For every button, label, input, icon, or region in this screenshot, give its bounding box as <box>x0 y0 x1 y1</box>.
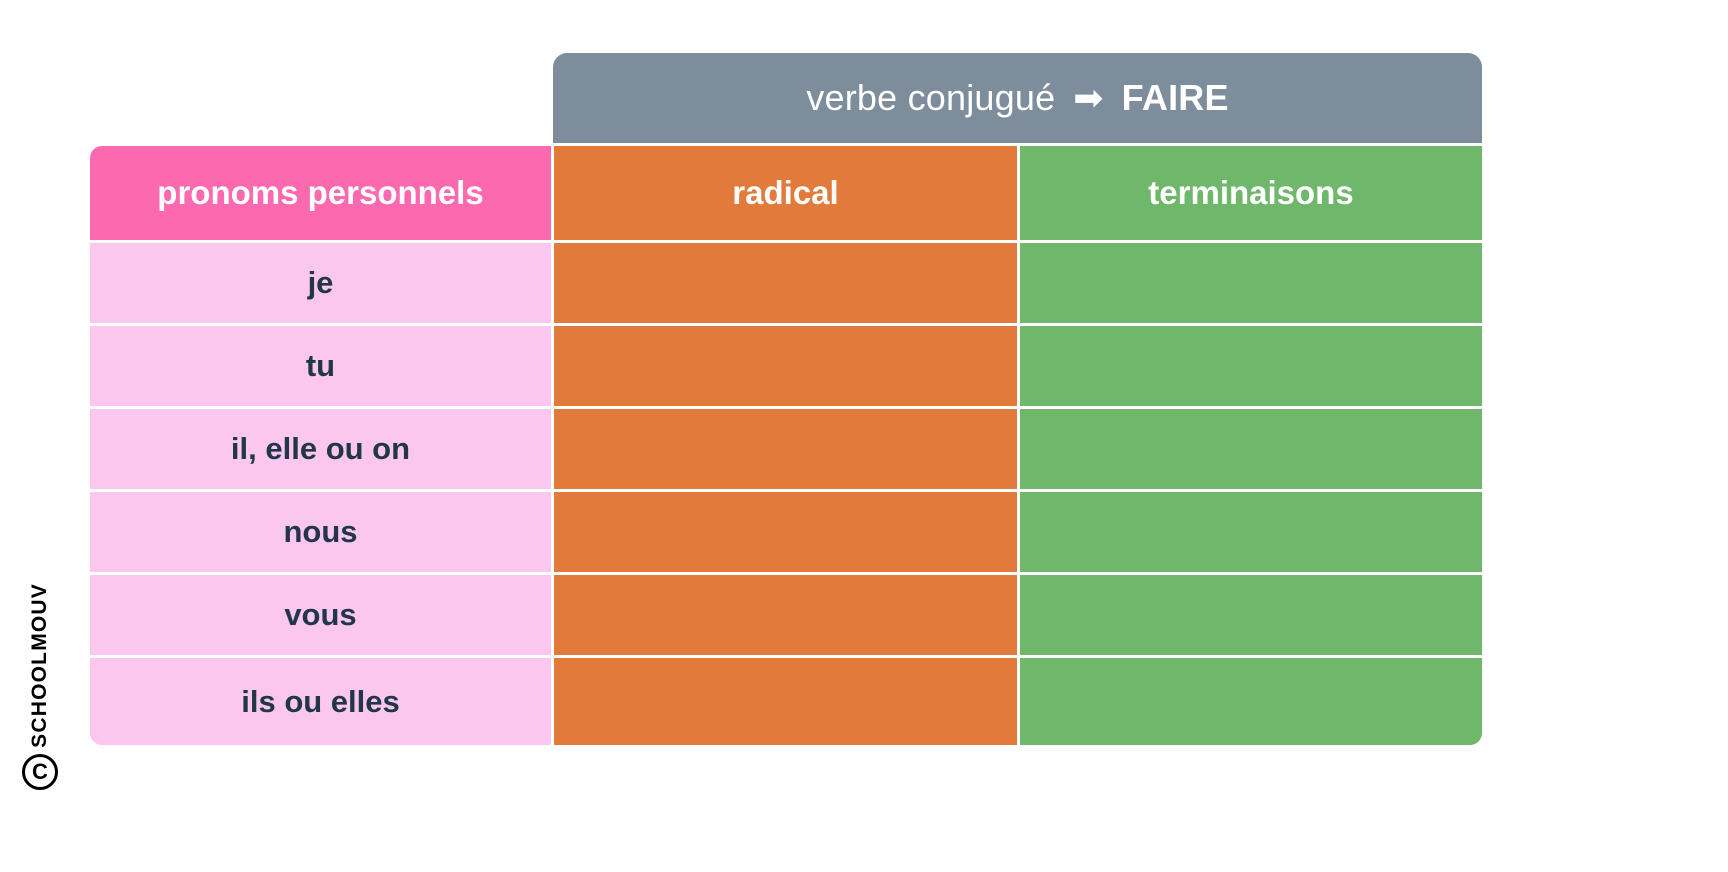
table-row: je <box>90 243 1482 323</box>
table-row: il, elle ou on <box>90 409 1482 489</box>
verb-banner: verbe conjugué ➡ FAIRE <box>553 53 1482 143</box>
pronoun-cell: ils ou elles <box>90 658 551 745</box>
radical-cell[interactable] <box>554 492 1017 572</box>
conjugation-table: verbe conjugué ➡ FAIRE pronoms personnel… <box>90 53 1482 745</box>
column-header-pronouns: pronoms personnels <box>90 146 551 240</box>
pronoun-cell: vous <box>90 575 551 655</box>
terminaison-cell[interactable] <box>1020 492 1482 572</box>
radical-cell[interactable] <box>554 409 1017 489</box>
banner-row: verbe conjugué ➡ FAIRE <box>90 53 1482 143</box>
terminaison-cell[interactable] <box>1020 575 1482 655</box>
arrow-right-icon: ➡ <box>1073 77 1104 118</box>
copyright-icon: C <box>22 754 58 790</box>
table-header-row: pronoms personnels radical terminaisons <box>90 146 1482 240</box>
pronoun-cell: il, elle ou on <box>90 409 551 489</box>
radical-cell[interactable] <box>554 326 1017 406</box>
table-row: vous <box>90 575 1482 655</box>
terminaison-cell[interactable] <box>1020 326 1482 406</box>
verb-banner-label: verbe conjugué <box>806 77 1056 118</box>
pronoun-cell: nous <box>90 492 551 572</box>
terminaison-cell[interactable] <box>1020 658 1482 745</box>
column-header-terminaisons: terminaisons <box>1020 146 1482 240</box>
radical-cell[interactable] <box>554 658 1017 745</box>
banner-spacer <box>90 53 551 143</box>
table-row: ils ou elles <box>90 658 1482 745</box>
table-row: tu <box>90 326 1482 406</box>
radical-cell[interactable] <box>554 243 1017 323</box>
schoolmouv-watermark: C SCHOOLMOUV <box>10 560 70 790</box>
radical-cell[interactable] <box>554 575 1017 655</box>
verb-banner-verb: FAIRE <box>1121 77 1229 118</box>
terminaison-cell[interactable] <box>1020 243 1482 323</box>
watermark-label: SCHOOLMOUV <box>28 583 51 748</box>
table-row: nous <box>90 492 1482 572</box>
pronoun-cell: tu <box>90 326 551 406</box>
column-header-radical: radical <box>554 146 1017 240</box>
pronoun-cell: je <box>90 243 551 323</box>
terminaison-cell[interactable] <box>1020 409 1482 489</box>
